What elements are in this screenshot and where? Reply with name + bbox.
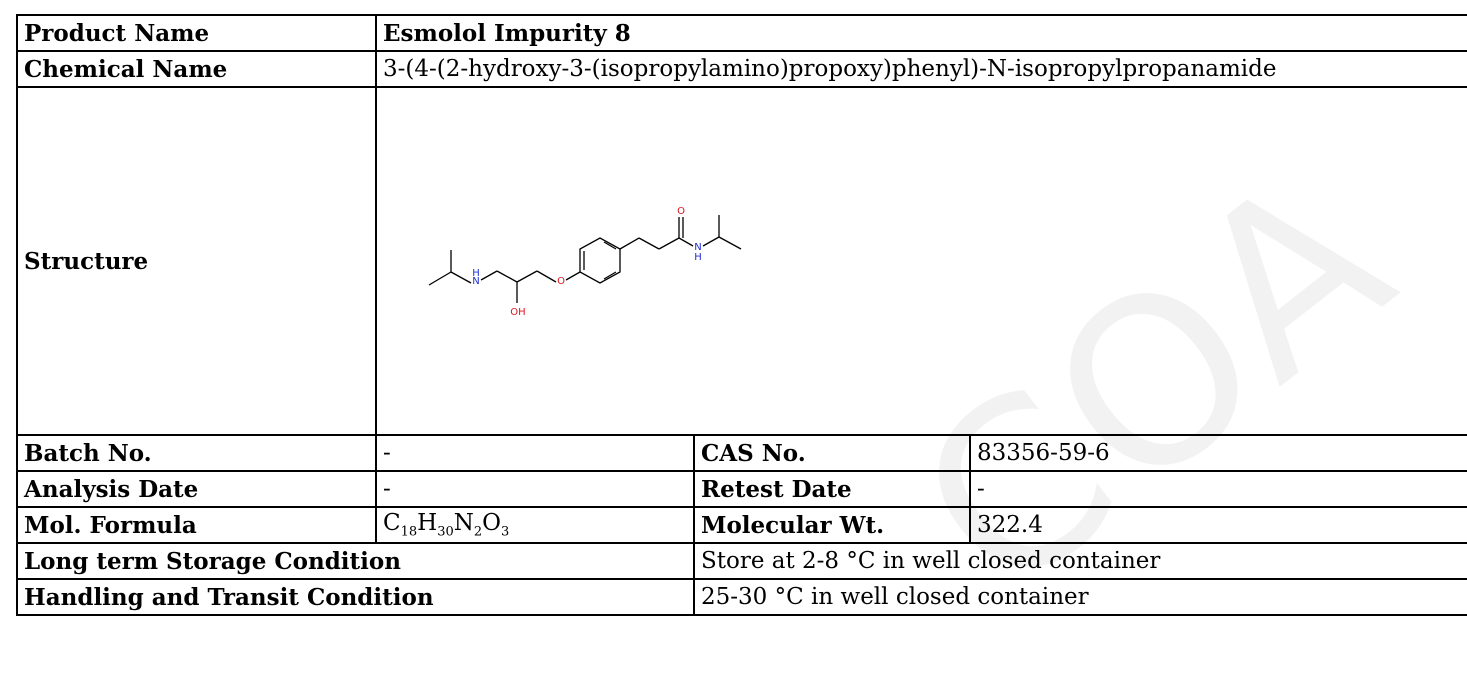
formula-count-c: 18 bbox=[400, 524, 418, 540]
atom-h-amide: H bbox=[694, 252, 702, 263]
handling-value: 25-30 °C in well closed container bbox=[692, 578, 1467, 616]
formula-element-o: O bbox=[482, 510, 502, 537]
retest-date-label: Retest Date bbox=[693, 470, 971, 508]
atom-oh: OH bbox=[510, 307, 525, 318]
storage-value: Store at 2-8 °C in well closed container bbox=[692, 542, 1467, 580]
molecular-wt-value: 322.4 bbox=[968, 506, 1467, 544]
product-name-value: Esmolol Impurity 8 bbox=[374, 14, 1467, 52]
row-dates: Analysis Date - Retest Date - bbox=[16, 470, 1467, 508]
cas-no-label: CAS No. bbox=[693, 434, 971, 472]
mol-formula-value: C18H30N2O3 bbox=[375, 506, 695, 544]
coa-table: Product Name Esmolol Impurity 8 Chemical… bbox=[16, 14, 1467, 616]
atom-n-amine: N bbox=[472, 276, 479, 287]
formula-count-n: 2 bbox=[473, 524, 483, 540]
formula-count-h: 30 bbox=[437, 524, 454, 540]
structure-label: Structure bbox=[16, 86, 377, 436]
row-handling: Handling and Transit Condition 25-30 °C … bbox=[16, 578, 1467, 616]
atom-o-carbonyl: O bbox=[677, 206, 685, 217]
row-batch-cas: Batch No. - CAS No. 83356-59-6 bbox=[16, 434, 1467, 472]
molecular-wt-label: Molecular Wt. bbox=[693, 506, 971, 544]
cas-no-value: 83356-59-6 bbox=[968, 434, 1467, 472]
batch-no-label: Batch No. bbox=[16, 434, 377, 472]
atom-o-ether: O bbox=[557, 276, 565, 287]
molecule-structure-image: O N H N H OH O bbox=[428, 206, 742, 318]
structure-image: O N H N H OH O bbox=[374, 86, 1467, 436]
chemical-name-value: 3-(4-(2-hydroxy-3-(isopropylamino)propox… bbox=[374, 50, 1467, 88]
row-storage: Long term Storage Condition Store at 2-8… bbox=[16, 542, 1467, 580]
handling-label: Handling and Transit Condition bbox=[16, 578, 695, 616]
formula-count-o: 3 bbox=[501, 524, 510, 540]
retest-date-value: - bbox=[968, 470, 1467, 508]
formula-element-c: C bbox=[383, 510, 401, 537]
atom-h-amine: H bbox=[472, 268, 480, 279]
row-formula-weight: Mol. Formula C18H30N2O3 Molecular Wt. 32… bbox=[16, 506, 1467, 544]
mol-formula-label: Mol. Formula bbox=[16, 506, 377, 544]
formula-element-h: H bbox=[417, 510, 438, 537]
product-name-label: Product Name bbox=[16, 14, 377, 52]
row-structure: Structure bbox=[16, 86, 1467, 436]
batch-no-value: - bbox=[375, 434, 695, 472]
analysis-date-label: Analysis Date bbox=[16, 470, 377, 508]
atom-n-amide: N bbox=[694, 242, 701, 253]
chemical-name-label: Chemical Name bbox=[16, 50, 377, 88]
row-chemical-name: Chemical Name 3-(4-(2-hydroxy-3-(isoprop… bbox=[16, 50, 1467, 88]
row-product-name: Product Name Esmolol Impurity 8 bbox=[16, 14, 1467, 52]
analysis-date-value: - bbox=[375, 470, 695, 508]
storage-label: Long term Storage Condition bbox=[16, 542, 695, 580]
formula-element-n: N bbox=[453, 510, 474, 537]
